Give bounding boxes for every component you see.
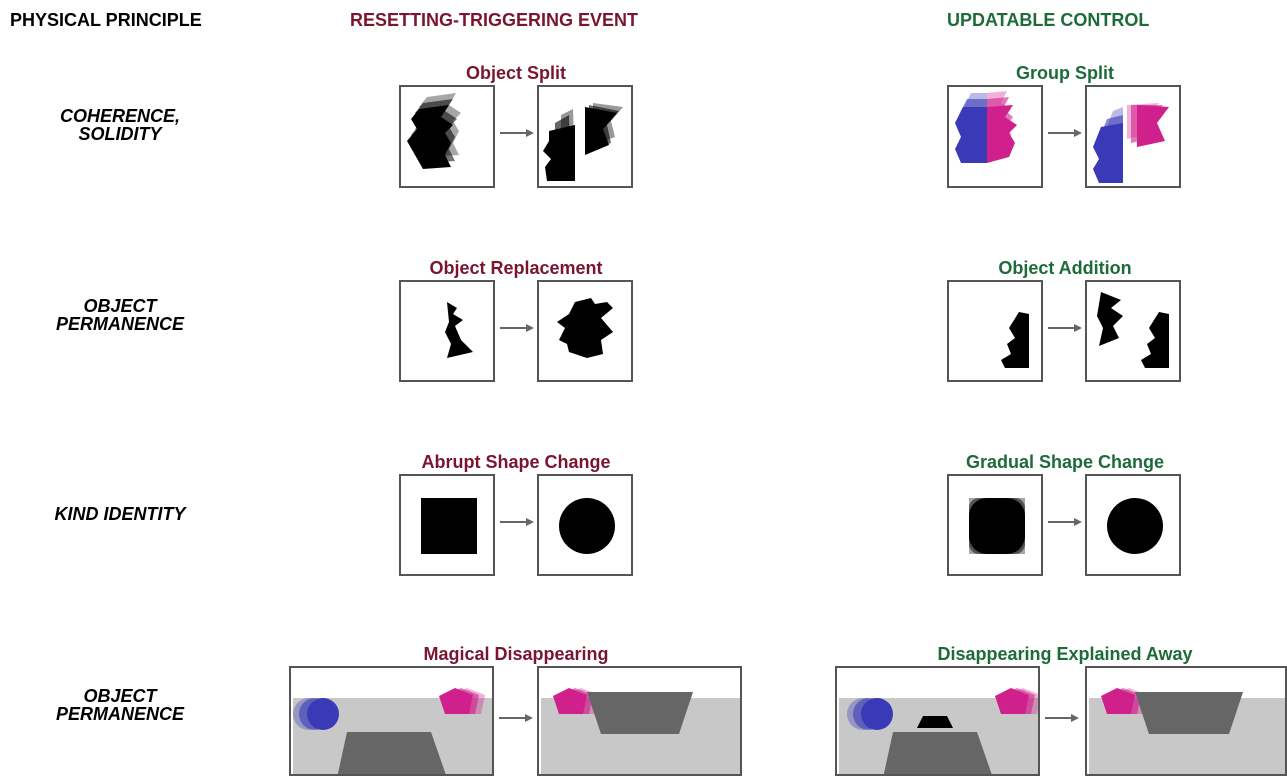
jagged-object-icon — [1001, 312, 1029, 368]
header-physical-principle: PHYSICAL PRINCIPLE — [10, 10, 202, 30]
explained-away-after-panel — [1085, 666, 1287, 776]
split-two-color-icon — [1093, 103, 1169, 183]
title-magical-disappearing: Magical Disappearing — [423, 644, 609, 664]
scene-icon — [1089, 688, 1285, 774]
principle-row-3: KIND IDENTITY — [10, 505, 230, 523]
arrow-icon — [499, 714, 533, 722]
scene-icon — [839, 688, 1038, 774]
group-split-after-panel — [1085, 85, 1181, 188]
title-object-replacement: Object Replacement — [429, 258, 603, 278]
principle-row-2: OBJECT PERMANENCE — [10, 297, 230, 333]
split-object-icon — [543, 103, 623, 181]
two-objects-icon — [1097, 292, 1169, 368]
title-object-addition: Object Addition — [998, 258, 1132, 278]
scene-icon — [293, 688, 492, 774]
jagged-object-icon — [557, 298, 613, 358]
scene-icon — [541, 688, 740, 774]
title-disappearing-explained-away: Disappearing Explained Away — [937, 644, 1193, 664]
abrupt-change-before-panel — [399, 474, 495, 576]
group-split-before-panel — [947, 85, 1043, 188]
principle-row-1-line2: SOLIDITY — [78, 124, 162, 144]
object-split-before-panel — [399, 85, 495, 188]
principle-row-3-line1: KIND IDENTITY — [54, 504, 186, 524]
title-abrupt-shape-change: Abrupt Shape Change — [421, 452, 611, 472]
explained-away-before-panel — [835, 666, 1040, 776]
circle-icon — [559, 498, 615, 554]
principle-row-2-line2: PERMANENCE — [55, 314, 184, 334]
arrow-icon — [500, 518, 534, 526]
rounded-square-icon — [969, 498, 1025, 554]
square-icon — [421, 498, 477, 554]
header-updatable-control: UPDATABLE CONTROL — [947, 10, 1150, 30]
principle-row-1: COHERENCE, SOLIDITY — [10, 107, 230, 143]
jagged-object-icon — [445, 302, 473, 358]
object-replacement-before-panel — [399, 280, 495, 382]
arrow-icon — [500, 129, 534, 137]
object-addition-before-panel — [947, 280, 1043, 382]
principle-row-4: OBJECT PERMANENCE — [10, 687, 230, 723]
arrow-icon — [1048, 518, 1082, 526]
title-gradual-shape-change: Gradual Shape Change — [965, 452, 1165, 472]
principle-row-4-line2: PERMANENCE — [55, 704, 184, 724]
object-addition-after-panel — [1085, 280, 1181, 382]
header-resetting-event: RESETTING-TRIGGERING EVENT — [350, 10, 639, 30]
arrow-icon — [1048, 129, 1082, 137]
gradual-change-before-panel — [947, 474, 1043, 576]
abrupt-change-after-panel — [537, 474, 633, 576]
two-color-object-icon — [955, 91, 1017, 163]
arrow-icon — [1045, 714, 1079, 722]
principle-row-1-line1: COHERENCE, — [59, 106, 180, 126]
principle-row-4-line1: OBJECT — [83, 686, 157, 706]
gradual-change-after-panel — [1085, 474, 1181, 576]
magical-disappearing-after-panel — [537, 666, 742, 776]
magical-disappearing-before-panel — [289, 666, 494, 776]
title-group-split: Group Split — [1016, 63, 1114, 83]
circle-icon — [1107, 498, 1163, 554]
jagged-object-icon — [407, 93, 461, 169]
object-split-after-panel — [537, 85, 633, 188]
arrow-icon — [500, 324, 534, 332]
object-replacement-after-panel — [537, 280, 633, 382]
title-object-split: Object Split — [465, 63, 567, 83]
principle-row-2-line1: OBJECT — [83, 296, 157, 316]
arrow-icon — [1048, 324, 1082, 332]
